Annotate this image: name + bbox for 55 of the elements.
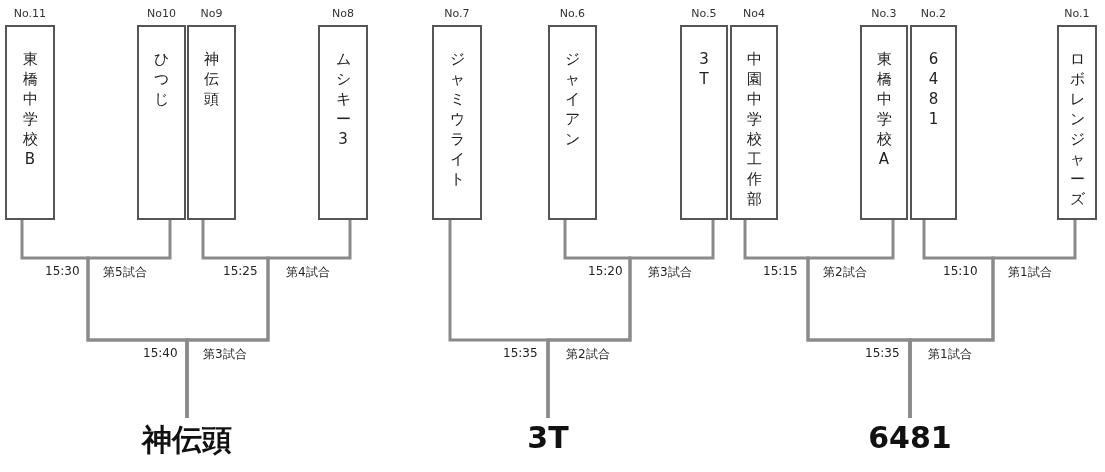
match-label: 第3試合 <box>203 346 247 363</box>
block-title: 3T <box>527 420 569 455</box>
match-label: 第1試合 <box>1008 264 1052 281</box>
team-name: 6481 <box>927 49 940 129</box>
team-box <box>1057 25 1097 220</box>
match-time: 15:35 <box>503 346 538 360</box>
entry-number: No.7 <box>443 7 471 20</box>
match-time: 15:25 <box>223 264 258 278</box>
bracket-line <box>20 220 189 418</box>
team-box <box>730 25 778 220</box>
team-name: 中園中学校工作部 <box>746 49 762 209</box>
bracket-line <box>448 220 550 418</box>
team-name: 3T <box>698 49 710 89</box>
team-box <box>187 25 236 220</box>
entry-number: No.1 <box>1063 7 1091 20</box>
team-name: ロボレンジャーズ <box>1069 49 1085 209</box>
match-time: 15:10 <box>943 264 978 278</box>
match-time: 15:30 <box>45 264 80 278</box>
team-box <box>432 25 482 220</box>
match-time: 15:15 <box>763 264 798 278</box>
entry-number: No.2 <box>919 7 948 20</box>
match-label: 第2試合 <box>823 264 867 281</box>
entry-number: No9 <box>199 7 224 20</box>
team-name: 東橋中学校A <box>876 49 892 169</box>
entry-number: No10 <box>146 7 177 20</box>
entry-number: No.6 <box>558 7 587 20</box>
match-label: 第4試合 <box>286 264 330 281</box>
entry-number: No.5 <box>690 7 718 20</box>
entry-number: No4 <box>742 7 766 20</box>
team-name: ムシキー3 <box>335 49 351 149</box>
team-name: 神伝頭 <box>203 49 220 109</box>
team-box <box>548 25 597 220</box>
team-box <box>860 25 908 220</box>
team-box <box>5 25 55 220</box>
team-box <box>910 25 957 220</box>
entry-number: No.11 <box>12 7 48 20</box>
block-title: 神伝頭 <box>142 420 232 461</box>
match-time: 15:35 <box>865 346 900 360</box>
match-label: 第3試合 <box>648 264 692 281</box>
match-label: 第5試合 <box>103 264 147 281</box>
match-label: 第2試合 <box>566 346 610 363</box>
team-box <box>137 25 186 220</box>
block-title: 6481 <box>868 420 952 455</box>
match-time: 15:40 <box>143 346 178 360</box>
match-time: 15:20 <box>588 264 623 278</box>
entry-number: No.3 <box>870 7 898 20</box>
team-name: ジャイアン <box>564 49 581 149</box>
team-box <box>318 25 368 220</box>
team-box <box>680 25 728 220</box>
match-label: 第1試合 <box>928 346 972 363</box>
team-name: ひつじ <box>153 49 170 109</box>
team-name: ジャミウライト <box>449 49 465 189</box>
team-name: 東橋中学校B <box>22 49 38 169</box>
bracket-line <box>743 220 912 418</box>
entry-number: No8 <box>331 7 355 20</box>
